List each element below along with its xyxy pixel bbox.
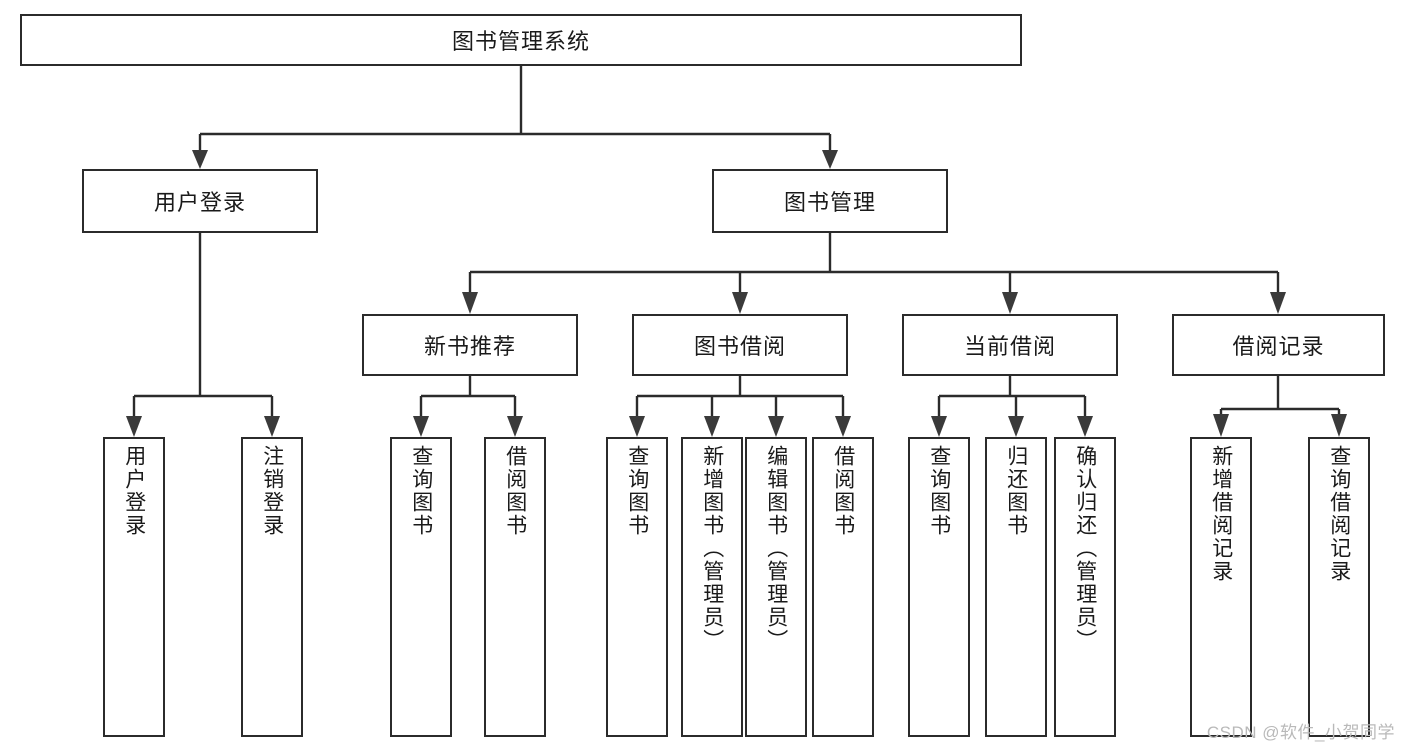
node-user-login[interactable]: 用户登录: [82, 169, 318, 233]
leaf-add-book-admin-label: 新增图书（管理员）: [700, 445, 724, 652]
leaf-borrow-book-label: 借阅图书: [831, 445, 855, 537]
leaf-return-book-label: 归还图书: [1004, 445, 1028, 537]
leaf-add-borrow-record-label: 新增借阅记录: [1209, 445, 1233, 583]
leaf-query-books-current[interactable]: 查询图书: [908, 437, 970, 737]
leaf-query-books-borrow-label: 查询图书: [625, 445, 649, 537]
leaf-confirm-return-admin[interactable]: 确认归还（管理员）: [1054, 437, 1116, 737]
leaf-query-borrow-record[interactable]: 查询借阅记录: [1308, 437, 1370, 737]
node-book-management[interactable]: 图书管理: [712, 169, 948, 233]
leaf-borrow-books-recommend[interactable]: 借阅图书: [484, 437, 546, 737]
leaf-confirm-return-admin-label: 确认归还（管理员）: [1073, 445, 1097, 652]
node-new-book-recommend[interactable]: 新书推荐: [362, 314, 578, 376]
leaf-add-borrow-record[interactable]: 新增借阅记录: [1190, 437, 1252, 737]
node-current-borrow[interactable]: 当前借阅: [902, 314, 1118, 376]
node-root-label: 图书管理系统: [451, 29, 590, 54]
leaf-edit-book-admin[interactable]: 编辑图书（管理员）: [745, 437, 807, 737]
node-book-borrow-label: 图书借阅: [693, 334, 786, 359]
node-book-borrow[interactable]: 图书借阅: [632, 314, 848, 376]
leaf-query-books-recommend[interactable]: 查询图书: [390, 437, 452, 737]
leaf-user-logout[interactable]: 注销登录: [241, 437, 303, 737]
node-book-management-label: 图书管理: [783, 190, 876, 215]
leaf-user-login-label: 用户登录: [122, 445, 146, 537]
node-current-borrow-label: 当前借阅: [963, 334, 1056, 359]
node-user-login-label: 用户登录: [153, 190, 246, 215]
node-new-book-recommend-label: 新书推荐: [423, 334, 516, 359]
leaf-query-borrow-record-label: 查询借阅记录: [1327, 445, 1351, 583]
leaf-query-books-recommend-label: 查询图书: [409, 445, 433, 537]
node-root[interactable]: 图书管理系统: [20, 14, 1022, 66]
watermark: CSDN @软件_小贺同学: [1206, 723, 1395, 742]
leaf-borrow-books-recommend-label: 借阅图书: [503, 445, 527, 537]
leaf-borrow-book[interactable]: 借阅图书: [812, 437, 874, 737]
node-borrow-record[interactable]: 借阅记录: [1172, 314, 1385, 376]
leaf-add-book-admin[interactable]: 新增图书（管理员）: [681, 437, 743, 737]
leaf-return-book[interactable]: 归还图书: [985, 437, 1047, 737]
leaf-user-logout-label: 注销登录: [260, 445, 284, 537]
leaf-query-books-borrow[interactable]: 查询图书: [606, 437, 668, 737]
node-borrow-record-label: 借阅记录: [1232, 334, 1325, 359]
leaf-edit-book-admin-label: 编辑图书（管理员）: [764, 445, 788, 652]
leaf-query-books-current-label: 查询图书: [927, 445, 951, 537]
leaf-user-login[interactable]: 用户登录: [103, 437, 165, 737]
